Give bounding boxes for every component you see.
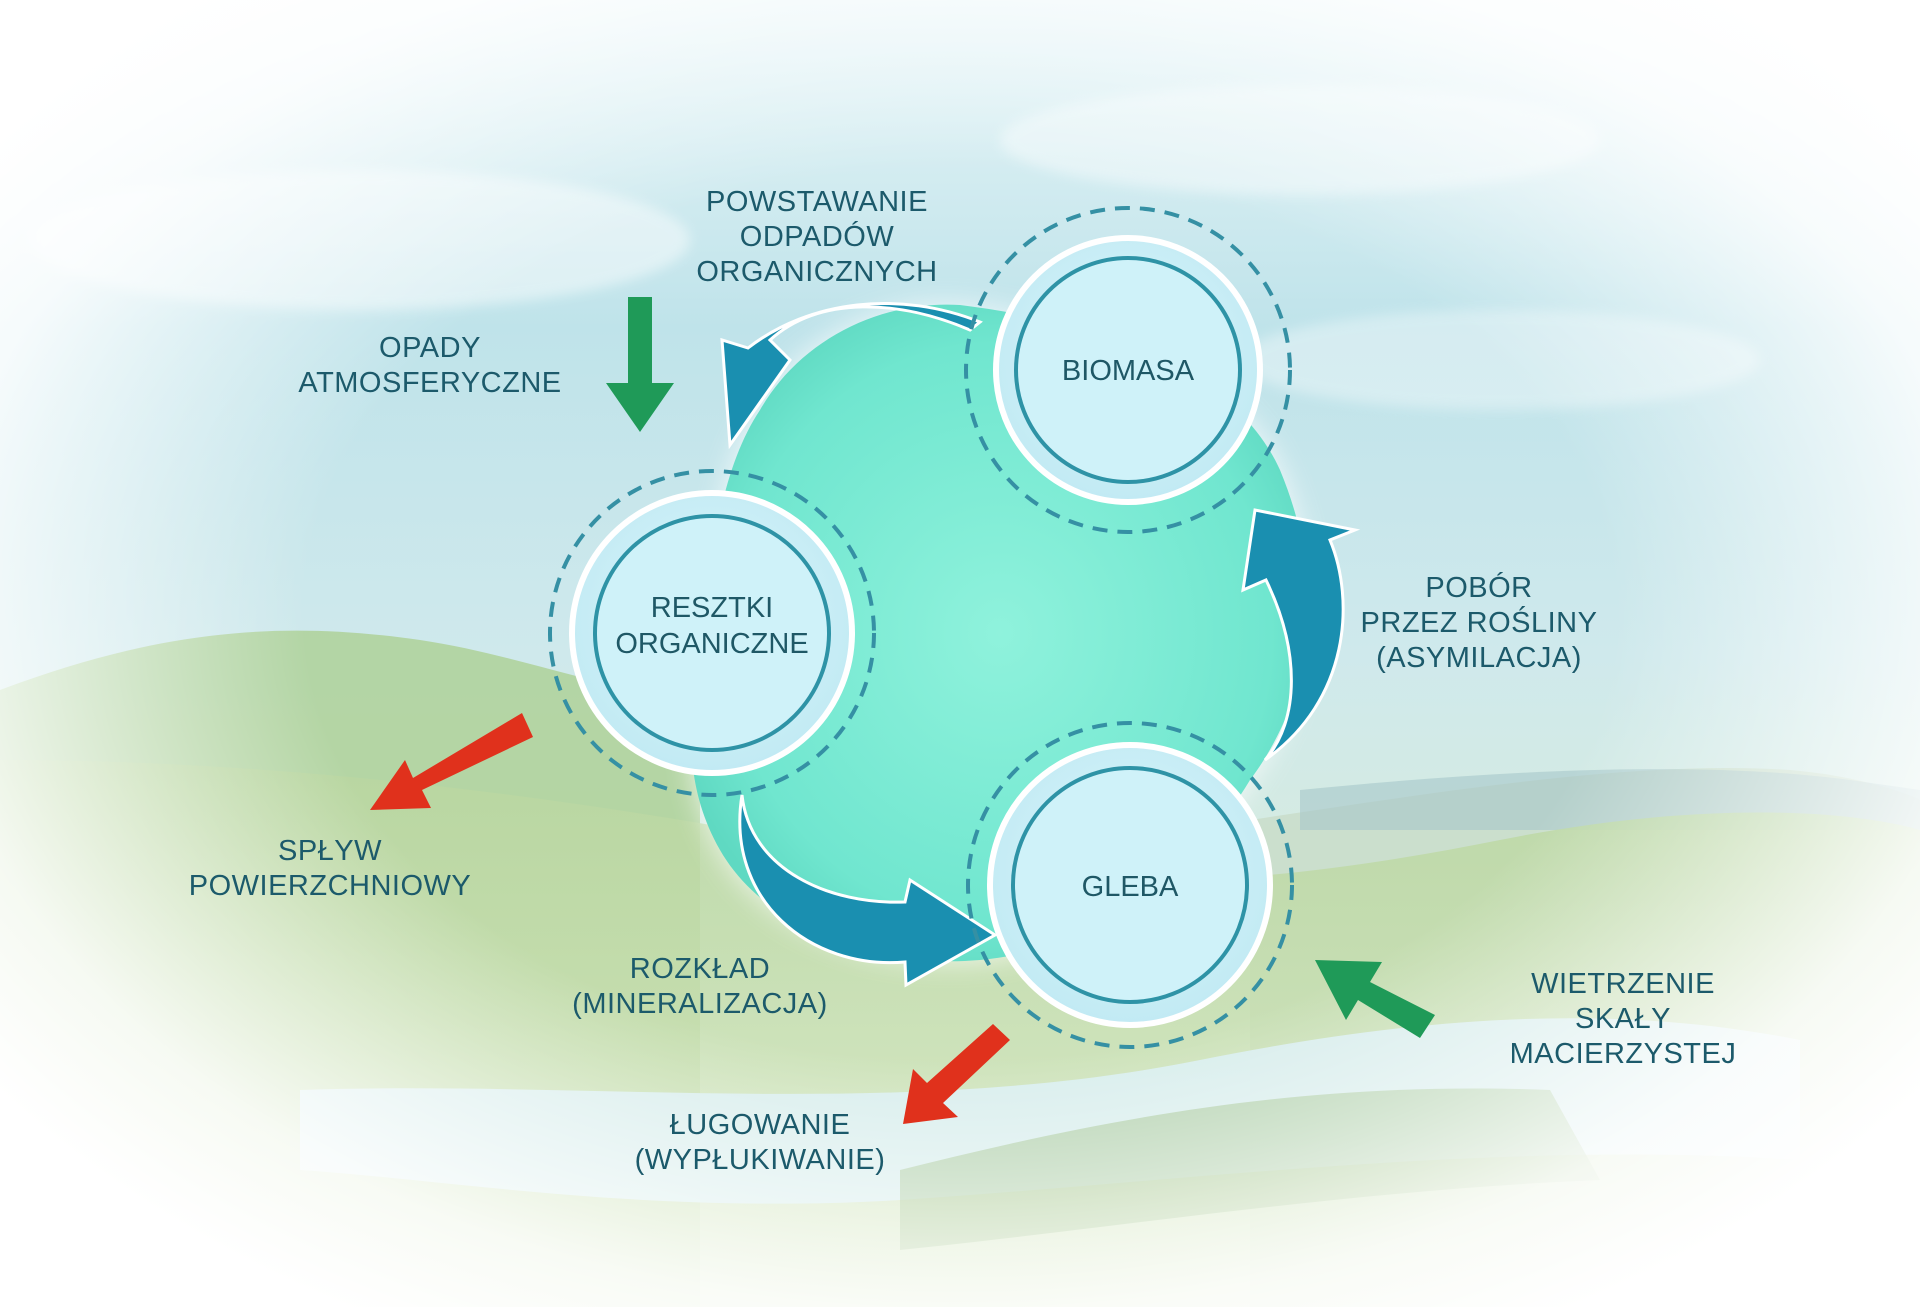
label-weather-line-2: SKAŁY bbox=[1575, 1003, 1671, 1035]
label-organic-waste: POWSTAWANIE ODPADÓW ORGANICZNYCH bbox=[696, 186, 937, 288]
process-labels: POWSTAWANIE ODPADÓW ORGANICZNYCH OPADY A… bbox=[189, 186, 1737, 1176]
label-precipitation: OPADY ATMOSFERYCZNE bbox=[298, 332, 561, 399]
label-leach-line-1: ŁUGOWANIE bbox=[670, 1109, 851, 1141]
node-label-soil: GLEBA bbox=[1082, 871, 1179, 903]
output-arrows bbox=[370, 713, 1010, 1124]
label-precip-line-1: OPADY bbox=[379, 332, 481, 364]
label-uptake-line-1: POBÓR bbox=[1425, 571, 1532, 604]
node-organic-residues: RESZTKI ORGANICZNE bbox=[548, 469, 876, 797]
arrow-precipitation bbox=[606, 297, 674, 432]
arrow-leaching bbox=[903, 1024, 1010, 1124]
label-uptake-line-2: PRZEZ ROŚLINY bbox=[1361, 605, 1598, 639]
cycle-arrows bbox=[720, 302, 1361, 988]
node-label-biomass: BIOMASA bbox=[1062, 355, 1195, 387]
label-runoff-line-1: SPŁYW bbox=[278, 835, 382, 867]
label-uptake-line-3: (ASYMILACJA) bbox=[1376, 642, 1582, 674]
label-weather-line-3: MACIERZYSTEJ bbox=[1510, 1038, 1737, 1070]
input-arrows bbox=[606, 297, 1435, 1038]
label-precip-line-2: ATMOSFERYCZNE bbox=[298, 367, 561, 399]
arrow-soil-to-biomass bbox=[1241, 508, 1361, 762]
label-weather-line-1: WIETRZENIE bbox=[1531, 968, 1715, 1000]
label-waste-line-3: ORGANICZNYCH bbox=[696, 256, 937, 288]
label-decomposition: ROZKŁAD (MINERALIZACJA) bbox=[572, 953, 828, 1020]
node-soil: GLEBA bbox=[966, 721, 1294, 1049]
label-leach-line-2: (WYPŁUKIWANIE) bbox=[635, 1144, 886, 1176]
label-waste-line-2: ODPADÓW bbox=[740, 220, 895, 253]
arrow-residues-to-soil bbox=[738, 794, 998, 988]
node-label-residues-1: RESZTKI bbox=[651, 592, 773, 624]
label-runoff-line-2: POWIERZCHNIOWY bbox=[189, 870, 472, 902]
node-label-residues-2: ORGANICZNE bbox=[615, 628, 808, 660]
arrow-surface-runoff bbox=[370, 713, 533, 810]
label-weathering: WIETRZENIE SKAŁY MACIERZYSTEJ bbox=[1510, 968, 1737, 1070]
arrow-weathering bbox=[1315, 960, 1435, 1038]
arrow-biomass-to-residues bbox=[720, 302, 983, 450]
label-plant-uptake: POBÓR PRZEZ ROŚLINY (ASYMILACJA) bbox=[1361, 571, 1598, 674]
node-biomass: BIOMASA bbox=[964, 206, 1292, 534]
label-waste-line-1: POWSTAWANIE bbox=[706, 186, 928, 218]
label-decomp-line-2: (MINERALIZACJA) bbox=[572, 988, 828, 1020]
label-decomp-line-1: ROZKŁAD bbox=[630, 953, 770, 985]
label-leaching: ŁUGOWANIE (WYPŁUKIWANIE) bbox=[635, 1109, 886, 1176]
label-surface-runoff: SPŁYW POWIERZCHNIOWY bbox=[189, 835, 472, 902]
